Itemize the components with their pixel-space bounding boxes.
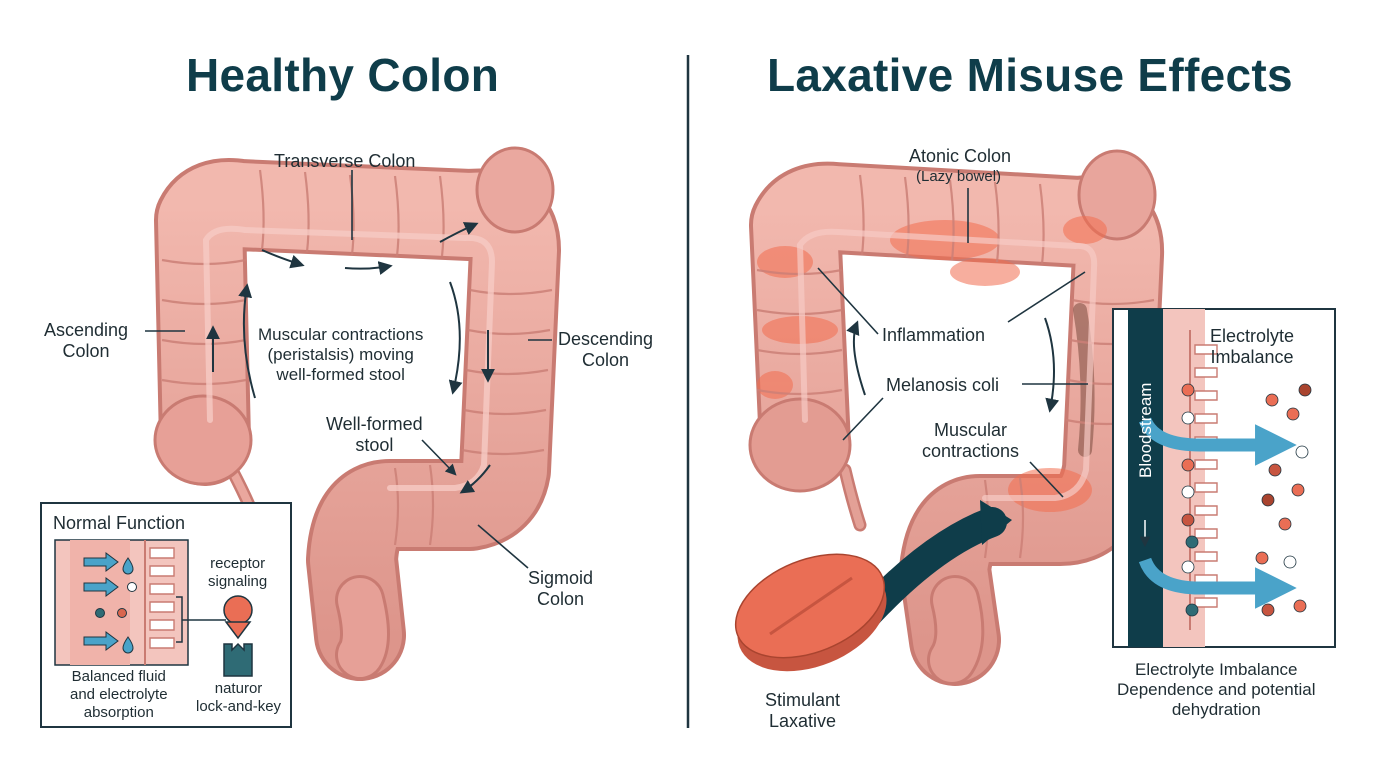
bloodstream-label: Bloodstream xyxy=(1136,382,1155,478)
normal-function-inset xyxy=(40,502,292,728)
melanosis-coli-label: Melanosis coli xyxy=(886,375,1000,395)
healthy-colon-title: Healthy Colon xyxy=(186,49,500,101)
left-leader-lines xyxy=(145,170,552,569)
stimulant-laxative-pill xyxy=(734,500,1012,672)
normal-function-title: Normal Function xyxy=(53,513,186,533)
transverse-colon-label: Transverse Colon xyxy=(274,151,416,171)
inflammation-label: Inflammation xyxy=(882,325,986,345)
atonic-colon-label: Atonic Colon xyxy=(909,146,1012,166)
laxative-misuse-title: Laxative Misuse Effects xyxy=(767,49,1293,101)
peristalsis-label: Muscular contractions(peristalsis) movin… xyxy=(258,325,424,384)
right-leader-lines xyxy=(817,188,1088,498)
electrolyte-inset xyxy=(1112,308,1336,648)
healthy-colon-illustration xyxy=(153,146,561,681)
lazy-bowel-label: (Lazy bowel) xyxy=(916,168,1002,185)
